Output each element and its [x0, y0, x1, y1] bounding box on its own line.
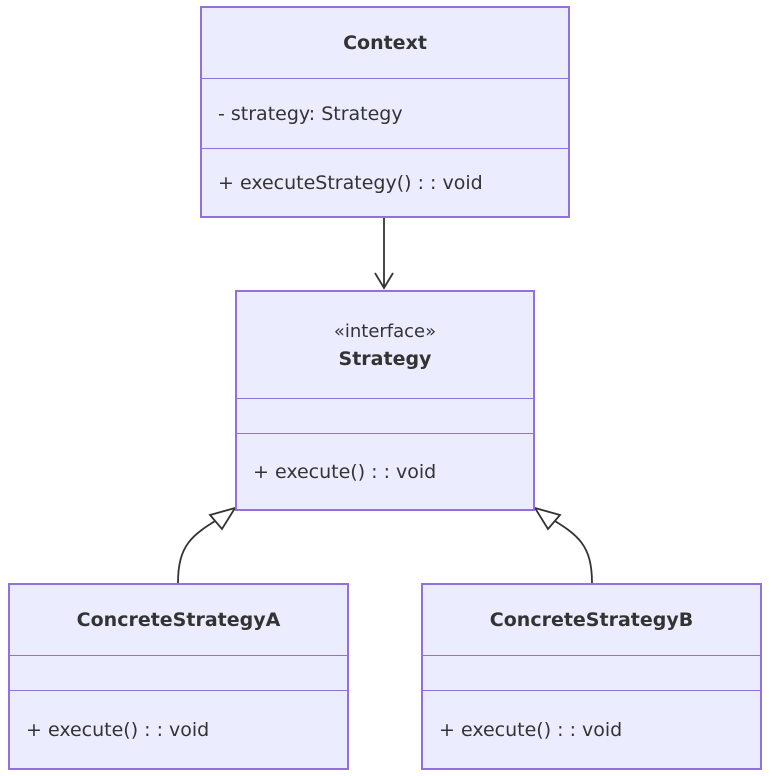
class-strategy: «interface» Strategy + execute() : : voi… — [235, 290, 535, 511]
class-concrete-strategy-a: ConcreteStrategyA + execute() : : void — [8, 583, 349, 770]
realization-line-b — [549, 517, 593, 584]
class-strategy-stereotype: «interface» — [333, 320, 437, 342]
class-concrete-strategy-a-name: ConcreteStrategyA — [76, 609, 281, 631]
class-context-attributes: - strategy: Strategy — [202, 78, 568, 148]
class-strategy-name: Strategy — [338, 347, 432, 370]
class-strategy-methods: + execute() : : void — [237, 433, 533, 509]
method-execute-a: + execute() : : void — [26, 718, 210, 741]
class-concrete-strategy-b: ConcreteStrategyB + execute() : : void — [421, 583, 762, 770]
class-concrete-strategy-b-methods: + execute() : : void — [423, 690, 760, 768]
method-execute-b: + execute() : : void — [439, 718, 623, 741]
association-arrowhead — [374, 272, 394, 290]
class-concrete-strategy-b-name: ConcreteStrategyB — [489, 609, 694, 631]
method-execute-strategy: + executeStrategy() : : void — [218, 171, 483, 194]
realization-line-a — [177, 517, 221, 584]
class-concrete-strategy-b-attributes — [423, 655, 760, 690]
attribute-strategy: - strategy: Strategy — [218, 102, 403, 125]
class-concrete-strategy-a-header: ConcreteStrategyA — [10, 585, 347, 655]
class-strategy-header: «interface» Strategy — [237, 292, 533, 398]
class-concrete-strategy-b-header: ConcreteStrategyB — [423, 585, 760, 655]
realization-arrowhead-a — [208, 506, 237, 531]
class-context: Context - strategy: Strategy + executeSt… — [200, 6, 570, 218]
class-context-methods: + executeStrategy() : : void — [202, 148, 568, 216]
realization-arrowhead-b — [533, 506, 562, 531]
class-concrete-strategy-a-attributes — [10, 655, 347, 690]
class-strategy-attributes — [237, 398, 533, 433]
class-concrete-strategy-a-methods: + execute() : : void — [10, 690, 347, 768]
class-context-header: Context — [202, 8, 568, 78]
method-execute: + execute() : : void — [253, 460, 437, 483]
class-context-name: Context — [343, 32, 427, 54]
